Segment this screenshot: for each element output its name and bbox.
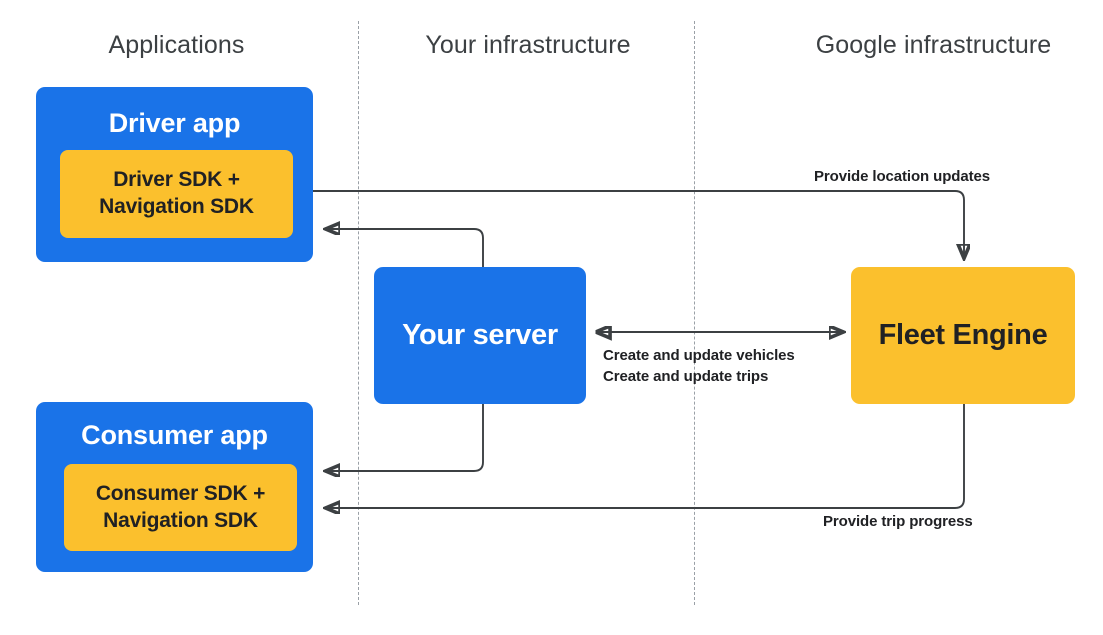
driver-app-title: Driver app xyxy=(108,108,241,138)
consumer-sdk-box[interactable]: Consumer SDK + Navigation SDK xyxy=(64,464,297,551)
wire-server-to-consumer xyxy=(326,404,484,471)
edge-label-trip-progress: Provide trip progress xyxy=(823,513,973,530)
wire-server-to-driver xyxy=(326,229,484,267)
column-header-google-infrastructure: Google infrastructure xyxy=(815,31,1052,59)
driver-sdk-label: Driver SDK + Navigation SDK xyxy=(99,168,254,218)
wire-trip-progress xyxy=(326,404,965,508)
column-header-applications: Applications xyxy=(108,31,245,59)
wire-location-updates xyxy=(313,190,964,258)
driver-sdk-box[interactable]: Driver SDK + Navigation SDK xyxy=(60,150,293,238)
column-divider-right xyxy=(694,21,695,605)
your-server-label: Your server xyxy=(402,319,558,351)
fleet-engine-label: Fleet Engine xyxy=(878,319,1048,351)
edge-label-server-fleet-engine: Create and update vehicles Create and up… xyxy=(603,347,795,386)
column-header-your-infrastructure: Your infrastructure xyxy=(425,31,631,59)
consumer-app-box[interactable]: Consumer app Consumer SDK + Navigation S… xyxy=(36,402,313,572)
consumer-sdk-label: Consumer SDK + Navigation SDK xyxy=(95,481,266,532)
driver-app-box[interactable]: Driver app Driver SDK + Navigation SDK xyxy=(36,87,313,262)
fleet-engine-box[interactable]: Fleet Engine xyxy=(851,267,1075,404)
your-server-box[interactable]: Your server xyxy=(374,267,586,404)
edge-label-location-updates: Provide location updates xyxy=(814,168,990,185)
consumer-app-title: Consumer app xyxy=(81,420,268,450)
column-divider-left xyxy=(358,21,359,605)
